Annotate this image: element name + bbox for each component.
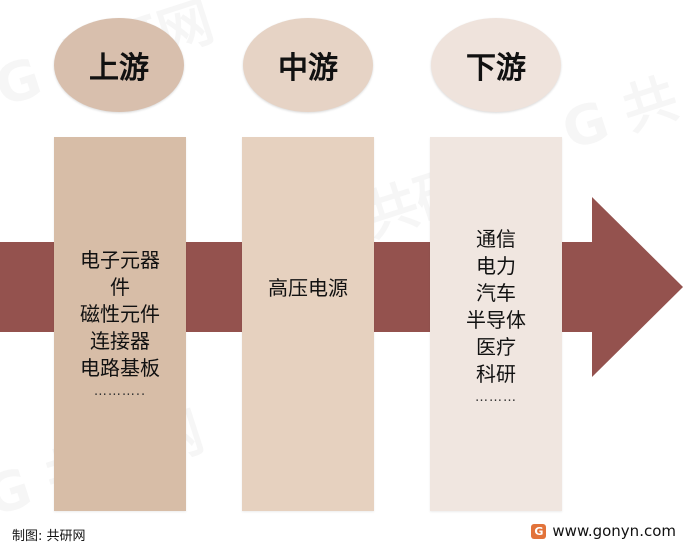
downstream-title: 下游 — [466, 51, 526, 86]
midstream-column: 高压电源 — [242, 137, 374, 511]
downstream-item: 半导体 — [466, 308, 526, 332]
upstream-column: 电子元器 件 磁性元件 连接器 电路基板 ……….. — [54, 137, 186, 511]
upstream-items: 电子元器 件 磁性元件 连接器 电路基板 ……….. — [80, 247, 160, 402]
arrow-head — [592, 197, 683, 377]
downstream-circle: 下游 — [431, 18, 561, 112]
upstream-item: 件 — [110, 274, 130, 299]
upstream-more: ……….. — [93, 383, 147, 399]
midstream-title: 中游 — [278, 51, 338, 86]
midstream-circle: 中游 — [243, 18, 373, 112]
downstream-items: 通信 电力 汽车 半导体 医疗 科研 ……… — [466, 226, 526, 408]
downstream-item: 电力 — [476, 254, 516, 278]
gonyn-logo-icon: G — [531, 523, 547, 539]
upstream-item: 连接器 — [90, 328, 150, 353]
downstream-column: 通信 电力 汽车 半导体 医疗 科研 ……… — [430, 137, 562, 511]
credit-text: 制图: 共研网 — [12, 529, 86, 544]
downstream-item: 汽车 — [476, 281, 516, 305]
midstream-item: 高压电源 — [268, 276, 348, 300]
upstream-item: 电子元器 — [80, 247, 160, 272]
site-footer: G www.gonyn.com — [531, 522, 676, 540]
downstream-item: 科研 — [476, 362, 516, 386]
site-url: www.gonyn.com — [552, 522, 676, 540]
downstream-item: 通信 — [476, 227, 516, 251]
upstream-item: 磁性元件 — [80, 301, 160, 326]
upstream-item: 电路基板 — [80, 355, 160, 380]
downstream-more: ……… — [475, 390, 517, 405]
downstream-item: 医疗 — [476, 335, 516, 359]
upstream-circle: 上游 — [54, 18, 184, 112]
upstream-title: 上游 — [89, 51, 149, 86]
midstream-items: 高压电源 — [268, 275, 348, 302]
